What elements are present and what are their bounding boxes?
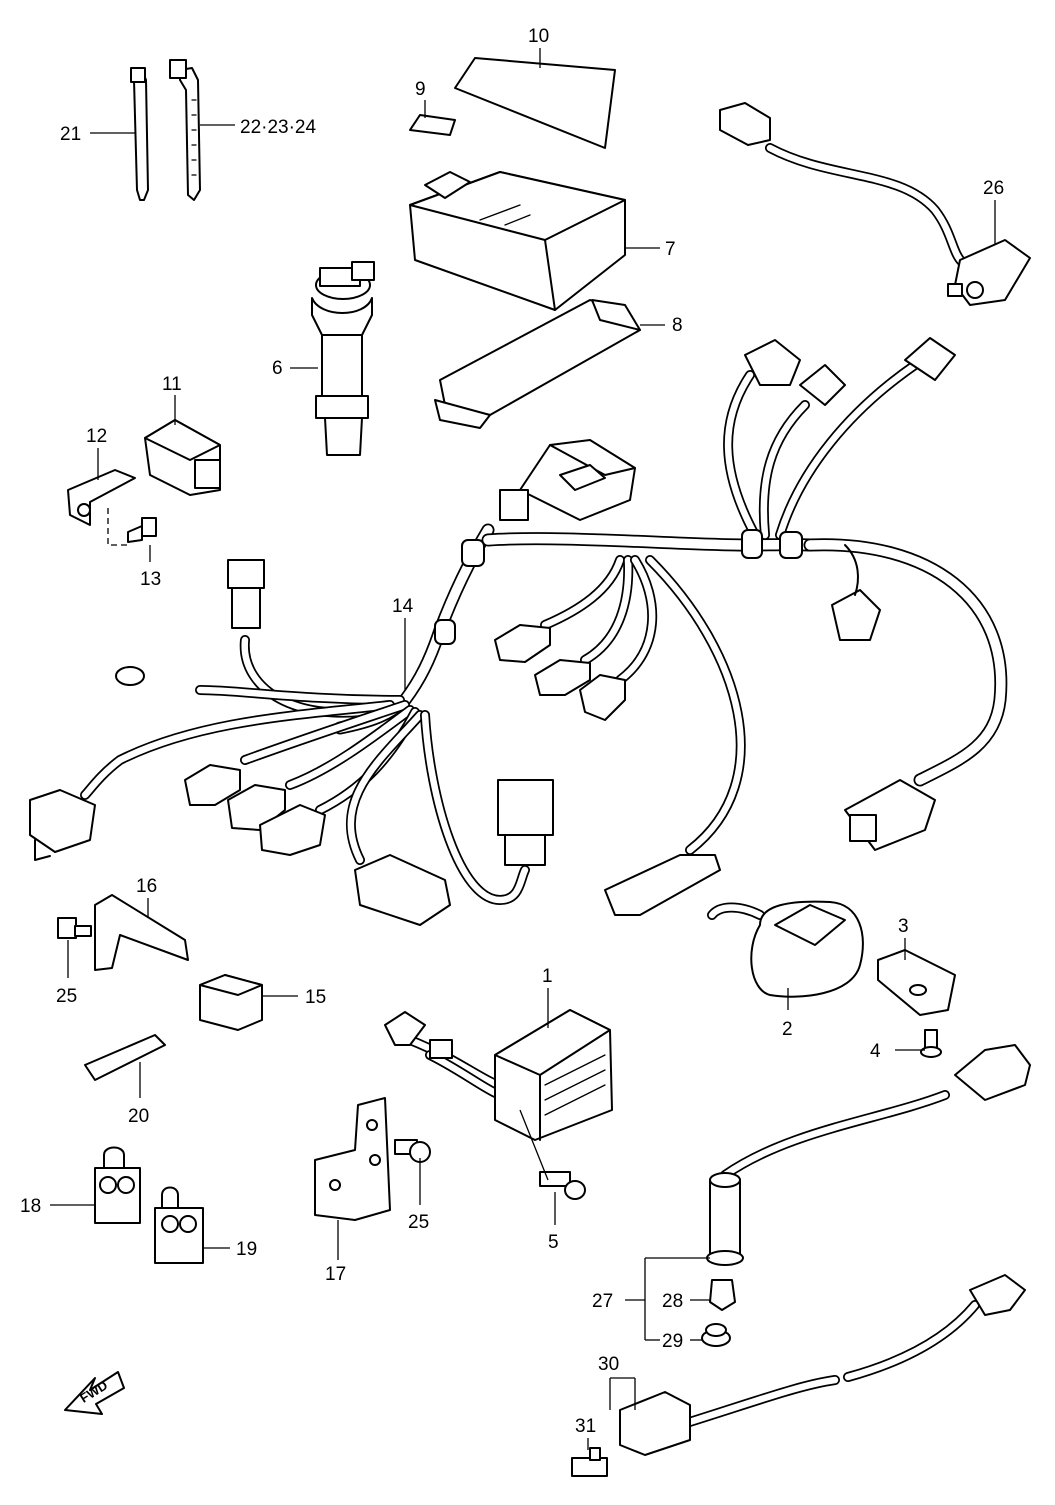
label-part-21: 21	[60, 124, 81, 145]
label-part-9: 9	[415, 79, 426, 100]
part-21-cable-tie	[130, 67, 149, 201]
part-1-regulator	[384, 1009, 613, 1141]
label-part-14: 14	[392, 596, 414, 617]
label-part-11: 11	[162, 374, 182, 395]
part-25-screw-b	[394, 1139, 431, 1163]
part-12-bracket	[67, 469, 136, 526]
part-number-labels: 21 22·23·24 9 10 7 8 6 11 12 13 14 26 16…	[20, 26, 1004, 1437]
wires	[80, 143, 1008, 1430]
part-26-sensor	[719, 102, 1031, 306]
part-18-connector	[94, 1146, 141, 1224]
part-13-screw	[127, 517, 157, 543]
label-part-4: 4	[870, 1041, 881, 1062]
label-part-8: 8	[672, 315, 683, 336]
label-part-22-23-24: 22·23·24	[240, 117, 316, 138]
part-20-pad	[84, 1034, 166, 1081]
part-9-label-sticker	[409, 114, 456, 136]
label-part-16: 16	[136, 876, 157, 897]
label-part-28: 28	[662, 1291, 683, 1312]
label-part-1: 1	[542, 966, 553, 987]
part-19-connector	[154, 1186, 204, 1264]
part-6-ignition-coil	[311, 261, 375, 456]
label-part-18: 18	[20, 1196, 41, 1217]
label-part-15: 15	[305, 987, 326, 1008]
part-7-ecm-unit	[409, 171, 626, 311]
label-part-13: 13	[140, 569, 161, 590]
part-31-fuse	[571, 1447, 608, 1477]
label-part-31: 31	[575, 1416, 596, 1437]
part-5-screw	[539, 1171, 586, 1200]
label-part-30: 30	[598, 1354, 619, 1375]
label-part-25b: 25	[408, 1212, 429, 1233]
label-part-2: 2	[782, 1019, 793, 1040]
part-14-wiring-harness	[29, 337, 956, 926]
label-part-29: 29	[662, 1331, 683, 1352]
leader-lines	[50, 48, 996, 1450]
part-25-screw-a	[57, 917, 92, 939]
part-4-screw	[920, 1029, 942, 1058]
part-3-bracket	[877, 949, 956, 1016]
label-part-25a: 25	[56, 986, 77, 1007]
part-10-pad	[454, 57, 616, 149]
part-28-o-ring	[709, 1279, 736, 1311]
label-part-17: 17	[325, 1264, 346, 1285]
part-2-capacitor	[750, 900, 864, 998]
part-8-rubber-strap	[434, 299, 641, 429]
label-part-20: 20	[128, 1106, 149, 1127]
label-part-26: 26	[983, 178, 1004, 199]
label-part-7: 7	[665, 239, 676, 260]
label-part-3: 3	[898, 916, 909, 937]
harness-mid-branches	[540, 555, 625, 630]
part-22-23-24-cable-tie	[169, 59, 201, 201]
part-11-relay	[144, 419, 221, 496]
part-30-fuse-box	[619, 1274, 1026, 1456]
part-15-relay	[199, 974, 263, 1031]
label-part-5: 5	[548, 1232, 559, 1253]
part-27-sensor	[706, 1044, 1031, 1266]
label-part-19: 19	[236, 1239, 257, 1260]
forward-direction-arrow-icon: FWD	[64, 1371, 125, 1415]
part-16-bracket	[94, 894, 189, 971]
part-17-bracket	[314, 1097, 391, 1221]
label-part-12: 12	[86, 426, 107, 447]
label-part-27: 27	[592, 1291, 613, 1312]
part-29-cap	[701, 1323, 731, 1347]
label-part-10: 10	[528, 26, 549, 47]
label-part-6: 6	[272, 358, 283, 379]
